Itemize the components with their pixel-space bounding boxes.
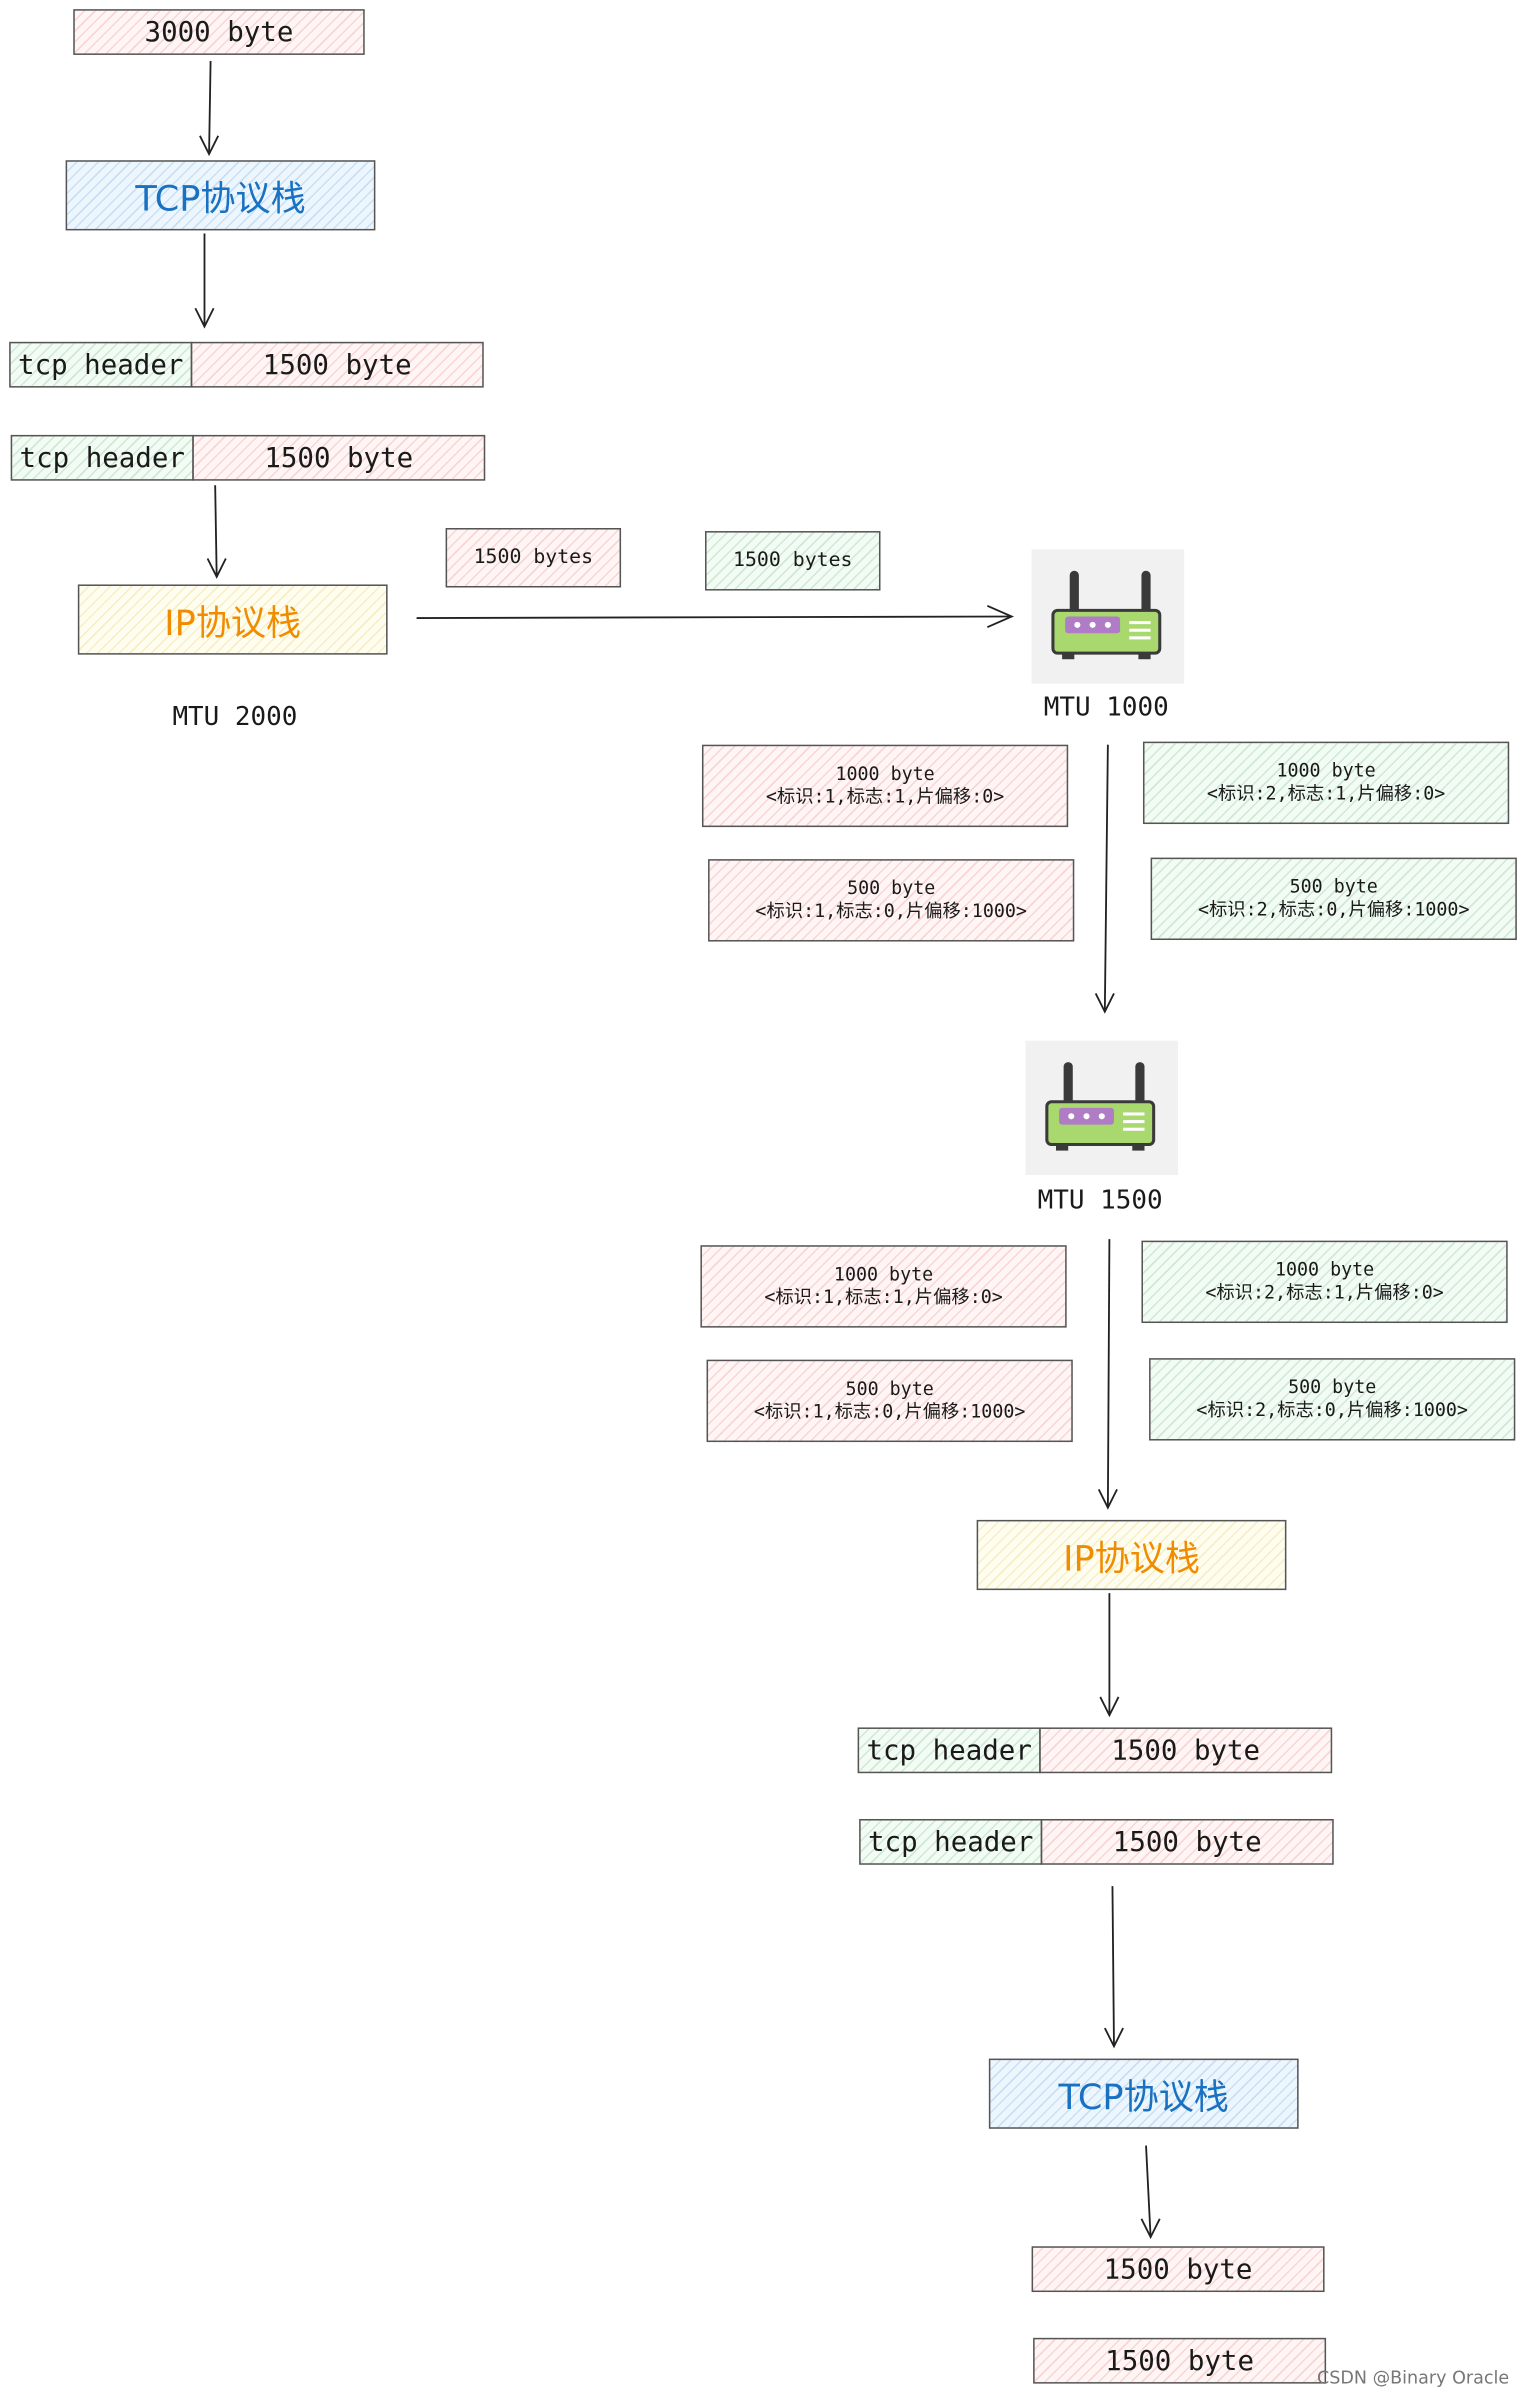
- receiver-output-1: 1500 byte: [1031, 2246, 1325, 2293]
- fragment-size: 1000 byte: [833, 1263, 934, 1285]
- sender-ip-stack: IP协议栈: [77, 584, 388, 655]
- router-2-icon: [1025, 1040, 1179, 1176]
- input-data-box: 3000 byte: [73, 9, 365, 55]
- sender-mtu-label: MTU 2000: [172, 701, 298, 733]
- router-1-fragment-3: 1000 byte <标识:2,标志:1,片偏移:0>: [1142, 741, 1510, 825]
- fragment-size: 500 byte: [1288, 1376, 1377, 1398]
- receiver-segment-1-payload: 1500 byte: [1039, 1727, 1333, 1774]
- arrow-router2-to-ip: [1097, 1239, 1118, 1510]
- arrow-tcp-to-segments: [194, 233, 215, 329]
- router-2-fragment-3: 1000 byte <标识:2,标志:1,片偏移:0>: [1141, 1240, 1508, 1324]
- fragment-meta: <标识:1,标志:1,片偏移:0>: [764, 1286, 1003, 1308]
- receiver-segment-1-header: tcp header: [857, 1727, 1041, 1774]
- arrow-ip-to-segments: [1099, 1593, 1120, 1718]
- fragment-meta: <标识:2,标志:0,片偏移:1000>: [1197, 898, 1470, 921]
- fragment-size: 1000 byte: [835, 763, 935, 785]
- sender-segment-2-header: tcp header: [10, 434, 194, 481]
- receiver-tcp-stack: TCP协议栈: [988, 2058, 1299, 2129]
- router-2-fragment-2: 500 byte <标识:1,标志:0,片偏移:1000>: [706, 1359, 1073, 1443]
- fragment-meta: <标识:1,标志:1,片偏移:0>: [765, 785, 1005, 808]
- arrow-input-to-tcp: [199, 61, 220, 157]
- arrow-tcp-to-outputs: [1140, 2145, 1161, 2240]
- fragment-size: 1000 byte: [1276, 759, 1376, 782]
- arrow-router1-to-router2: [1094, 744, 1115, 1014]
- in-flight-packet-1: 1500 bytes: [445, 527, 622, 588]
- router-1-fragment-4: 500 byte <标识:2,标志:0,片偏移:1000>: [1150, 857, 1517, 941]
- fragment-meta: <标识:1,标志:0,片偏移:1000>: [755, 900, 1027, 922]
- router-2-mtu-label: MTU 1500: [1037, 1185, 1163, 1217]
- router-1-fragment-1: 1000 byte <标识:1,标志:1,片偏移:0>: [701, 744, 1069, 828]
- fragment-size: 1000 byte: [1274, 1258, 1375, 1281]
- sender-tcp-stack: TCP协议栈: [65, 160, 376, 231]
- sender-segment-2-payload: 1500 byte: [192, 434, 486, 481]
- fragment-size: 500 byte: [845, 1377, 934, 1400]
- fragment-meta: <标识:2,标志:1,片偏移:0>: [1205, 1281, 1444, 1304]
- fragment-size: 500 byte: [847, 877, 936, 899]
- fragment-meta: <标识:1,标志:0,片偏移:1000>: [753, 1400, 1026, 1423]
- router-1-fragment-2: 500 byte <标识:1,标志:0,片偏移:1000>: [708, 859, 1075, 942]
- fragment-size: 500 byte: [1289, 875, 1378, 898]
- router-2-fragment-1: 1000 byte <标识:1,标志:1,片偏移:0>: [700, 1245, 1067, 1328]
- arrow-ip-to-router1: [416, 604, 1015, 629]
- watermark: CSDN @Binary Oracle: [1316, 2366, 1510, 2389]
- fragment-meta: <标识:2,标志:0,片偏移:1000>: [1196, 1399, 1468, 1421]
- router-1-icon: [1031, 549, 1185, 684]
- receiver-output-2: 1500 byte: [1033, 2337, 1327, 2384]
- sender-segment-1-payload: 1500 byte: [190, 341, 484, 388]
- router-2-fragment-4: 500 byte <标识:2,标志:0,片偏移:1000>: [1149, 1358, 1516, 1441]
- arrow-segments-to-ip: [206, 485, 227, 579]
- router-1-mtu-label: MTU 1000: [1043, 692, 1169, 724]
- receiver-ip-stack: IP协议栈: [976, 1519, 1287, 1591]
- arrow-segments-to-tcp: [1104, 1886, 1124, 2049]
- sender-segment-1-header: tcp header: [9, 341, 193, 388]
- fragment-meta: <标识:2,标志:1,片偏移:0>: [1206, 782, 1446, 805]
- in-flight-packet-2: 1500 bytes: [705, 531, 881, 591]
- receiver-segment-2-payload: 1500 byte: [1040, 1818, 1334, 1865]
- receiver-segment-2-header: tcp header: [859, 1818, 1043, 1865]
